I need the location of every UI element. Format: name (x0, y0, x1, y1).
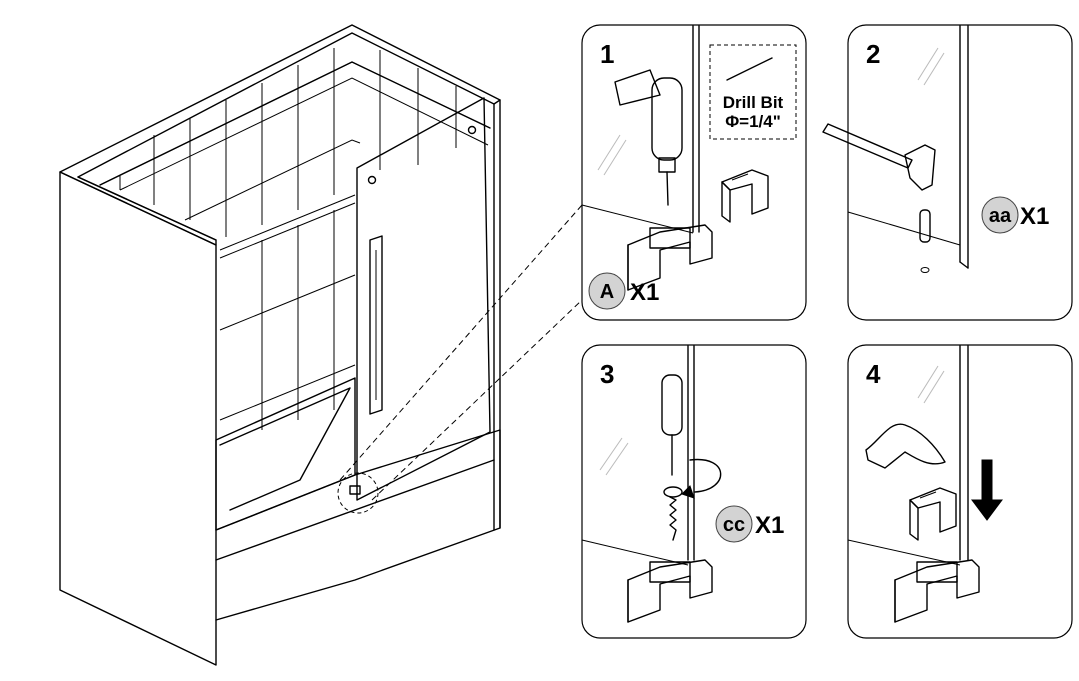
part-badge-aa-label: aa (989, 205, 1012, 227)
hammer-icon (822, 123, 936, 191)
base-clamp-icon (627, 224, 713, 291)
step-2-panel: 2 aa X1 (822, 24, 1073, 321)
step-1-panel: 1 Drill Bit Φ=1/4" (581, 24, 807, 321)
down-arrow-icon (971, 459, 1003, 521)
part-aa-quantity: X1 (1020, 203, 1049, 230)
hand-icon (865, 423, 946, 469)
drill-bit-diameter: Φ=1/4" (725, 112, 781, 131)
part-badge-cc (715, 505, 753, 543)
detail-circle (337, 472, 379, 514)
screwdriver-icon (661, 374, 683, 476)
step-2-number: 2 (866, 39, 880, 69)
base-clamp-icon-3 (627, 559, 713, 623)
wall-top-edge (59, 24, 501, 246)
wall-anchor-icon (919, 209, 931, 243)
step-3-number: 3 (600, 359, 614, 389)
part-cc-quantity: X1 (755, 512, 784, 539)
left-side-wall (59, 171, 217, 666)
part-badge-cc-label: cc (723, 514, 745, 536)
base-clamp-icon-4 (894, 559, 980, 623)
screw-icon (663, 486, 683, 541)
step-4-panel: 4 (847, 344, 1073, 639)
part-badge-a-label: A (600, 281, 614, 303)
tub-enclosure-illustration (59, 24, 583, 666)
drill-bit-icon (726, 57, 773, 81)
step-4-number: 4 (866, 359, 881, 389)
door-handle (369, 235, 383, 415)
part-badge-a (588, 272, 626, 310)
part-a-quantity: X1 (630, 279, 659, 306)
step-1-number: 1 (600, 39, 614, 69)
glass-door-panel (356, 97, 491, 501)
drill-bit-label: Drill Bit (723, 93, 784, 112)
drill-bit-box (709, 44, 797, 140)
back-wall-tiles (99, 48, 491, 237)
drill-icon (614, 69, 683, 206)
part-badge-aa (981, 196, 1019, 234)
step-3-panel: 3 cc X1 (581, 344, 807, 639)
rotate-arrow-icon (689, 458, 722, 493)
clamp-cover-icon (909, 487, 957, 541)
clamp-bracket-icon (721, 169, 769, 223)
